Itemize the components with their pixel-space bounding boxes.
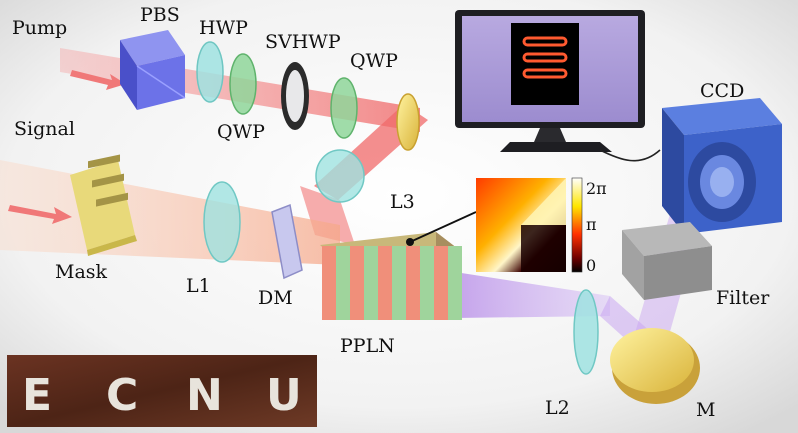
lens-l1	[203, 181, 241, 263]
label-pump: Pump	[12, 17, 67, 39]
photo-letter-3: N	[186, 370, 223, 421]
qwp-plate-2	[330, 77, 358, 139]
ppln-crystal	[320, 232, 462, 320]
lens-l3	[315, 149, 365, 203]
signal-arrow-icon	[8, 205, 72, 224]
phase-map	[476, 178, 566, 272]
pump-mirror	[396, 93, 420, 151]
mirror-m	[610, 328, 700, 404]
label-dm: DM	[258, 287, 293, 309]
label-hwp: HWP	[199, 17, 248, 39]
colorbar-tick-bottom: 0	[586, 256, 596, 275]
label-l3: L3	[390, 191, 415, 213]
hwp-plate	[196, 41, 224, 103]
colorbar-tick-top: 2π	[586, 179, 607, 198]
monitor	[455, 10, 645, 152]
pump-arrow-icon	[70, 70, 126, 90]
label-filter: Filter	[716, 287, 770, 309]
svhwp-plate	[281, 62, 309, 130]
label-l2: L2	[545, 397, 570, 419]
ccd-camera	[662, 98, 782, 234]
qwp-plate-1	[229, 53, 257, 115]
label-signal: Signal	[14, 118, 75, 140]
label-qwp-bottom: QWP	[217, 121, 265, 143]
label-ccd: CCD	[700, 80, 744, 102]
photo-letter-4: U	[266, 370, 302, 421]
mask	[70, 154, 137, 256]
ppln-pointer	[406, 211, 477, 246]
colorbar-tick-mid: π	[586, 215, 597, 234]
label-m: M	[696, 399, 715, 421]
label-mask: Mask	[55, 261, 108, 283]
photo-letter-2: C	[106, 370, 138, 421]
monitor-cable	[599, 149, 661, 162]
pbs-cube	[120, 30, 186, 110]
label-ppln: PPLN	[340, 335, 395, 357]
label-qwp-top: QWP	[350, 50, 398, 72]
label-l1: L1	[186, 275, 211, 297]
label-svhwp: SVHWP	[265, 31, 341, 53]
ecnu-photo: E C N U	[7, 355, 317, 427]
photo-letter-1: E	[22, 370, 52, 421]
label-pbs: PBS	[140, 4, 180, 26]
filter	[622, 222, 712, 300]
phase-colorbar	[571, 177, 583, 273]
dichroic-mirror	[271, 203, 303, 280]
lens-l2	[573, 289, 599, 375]
